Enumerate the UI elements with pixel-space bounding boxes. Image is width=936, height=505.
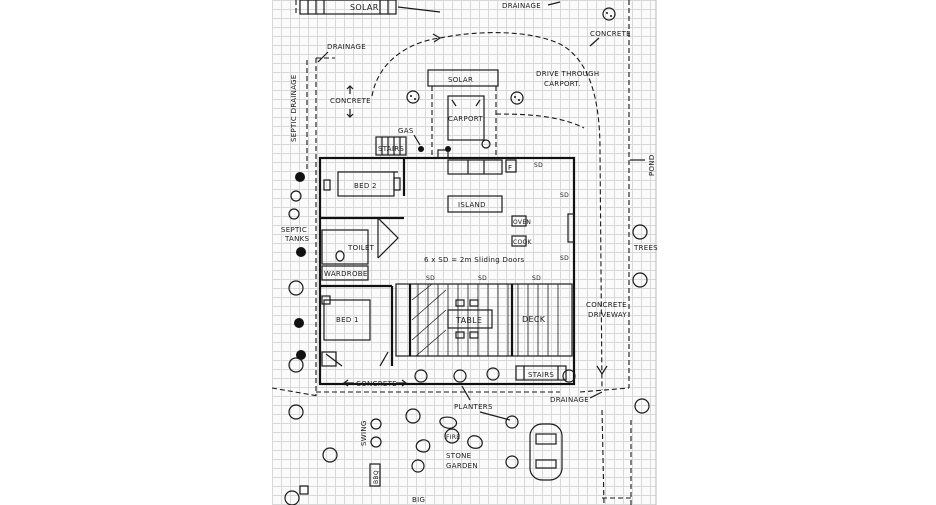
label-toilet: TOILET: [347, 244, 375, 252]
fridge: [505, 159, 517, 173]
stairs-top: [375, 136, 407, 156]
tree-icon: [284, 490, 300, 505]
label-concrete-driveway-1: CONCRETE: [586, 301, 627, 309]
tree-icon: [288, 404, 304, 420]
label-sd: SD: [426, 275, 435, 282]
label-septic-tanks-2: TANKS: [284, 235, 310, 243]
label-concrete-top-right: CONCRETE: [590, 30, 631, 38]
label-drive-through-2: CARPORT.: [544, 80, 581, 88]
oven: [511, 215, 527, 227]
solar-panel-top: [299, 0, 397, 15]
toilet-icon: [335, 250, 345, 262]
label-gas: GAS: [398, 127, 414, 135]
arrow-concrete-tr: [589, 37, 600, 47]
label-big: BIG: [412, 496, 425, 504]
tree-icon: [602, 7, 616, 21]
car-icon: [529, 423, 563, 481]
tree-icon: [505, 415, 519, 429]
tree-icon: [634, 398, 650, 414]
tree-icon: [322, 447, 338, 463]
label-island: ISLAND: [458, 201, 486, 209]
tree-icon: [453, 369, 467, 383]
dining-table: [447, 309, 493, 329]
label-sd: SD: [534, 162, 543, 169]
bbq: [369, 463, 381, 487]
label-cook: COOK: [513, 239, 533, 246]
leader-drainage-top: [547, 1, 561, 6]
label-concrete-left: CONCRETE: [330, 97, 371, 105]
deck-area: [395, 283, 573, 357]
tree-icon: [632, 224, 648, 240]
tree-icon: [510, 91, 524, 105]
label-stone-garden-1: STONE: [446, 452, 471, 460]
tree-icon: [481, 139, 491, 149]
bed-1: [323, 299, 371, 341]
tree-icon: [414, 369, 428, 383]
wardrobe: [321, 265, 369, 281]
swing-seat: [370, 418, 382, 430]
label-carport: CARPORT: [448, 115, 483, 123]
leader-solar: [397, 6, 441, 13]
label-wardrobe: WARDROBE: [324, 270, 368, 278]
label-drainage-left: DRAINAGE: [327, 43, 366, 51]
label-bbq: BBQ: [373, 470, 380, 484]
tree-icon: [405, 408, 421, 424]
tree-icon: [632, 272, 648, 288]
dining-chairs: [455, 299, 479, 339]
label-sd: SD: [560, 255, 569, 262]
label-drive-through-1: DRIVE THROUGH: [536, 70, 599, 78]
tree-icon: [288, 280, 304, 296]
stone-icon: [467, 435, 483, 449]
stone-icon: [439, 416, 457, 429]
tree-icon: [505, 455, 519, 469]
label-planters: PLANTERS: [454, 403, 493, 411]
label-sd: SD: [478, 275, 487, 282]
gas-bottle-icon: [418, 146, 424, 152]
label-bed2: BED 2: [354, 182, 377, 190]
label-bed1: BED 1: [336, 316, 359, 324]
label-oven: OVEN: [513, 219, 531, 226]
label-concrete-driveway-2: DRIVEWAY: [588, 311, 627, 319]
label-sd: SD: [532, 275, 541, 282]
label-septic-tanks-1: SEPTIC: [281, 226, 307, 234]
stone-icon: [415, 439, 431, 453]
tree-icon: [288, 357, 304, 373]
toilet-room: [321, 229, 369, 265]
cooktop: [511, 235, 527, 247]
label-sd: SD: [560, 192, 569, 199]
label-solar-top: SOLAR: [350, 3, 379, 12]
graph-paper: [272, 0, 656, 505]
label-drainage-top: DRAINAGE: [502, 2, 541, 10]
tree-icon: [486, 367, 500, 381]
label-sliding-doors: 6 x SD = 2m Sliding Doors: [424, 256, 525, 264]
tree-icon: [406, 90, 420, 104]
tree-icon: [562, 369, 576, 383]
label-stone-garden-2: GARDEN: [446, 462, 478, 470]
label-deck: DECK: [522, 315, 546, 324]
driveway-loop-left: [371, 37, 441, 97]
label-fire: FIRE: [446, 434, 460, 441]
label-fridge: F: [508, 164, 512, 172]
driveway-loop-right: [439, 32, 603, 391]
label-stairs-bottom: STAIRS: [528, 371, 554, 379]
label-drainage-bottom: DRAINAGE: [550, 396, 589, 404]
tree-icon: [411, 459, 425, 473]
label-solar-carport: SOLAR: [448, 76, 473, 84]
label-stairs-top: STAIRS: [378, 145, 404, 153]
label-trees: TREES: [633, 244, 658, 252]
septic-tanks: [288, 172, 306, 360]
kitchen-bench: [447, 159, 503, 175]
label-pond: POND: [648, 154, 656, 176]
fire-pit: [444, 428, 460, 444]
label-table: TABLE: [455, 316, 482, 325]
kitchen-island: [447, 195, 503, 213]
label-septic-drainage: SEPTIC DRAINAGE: [290, 74, 298, 142]
label-concrete-bottom: CONCRETE: [356, 380, 397, 388]
stairs-bottom: [515, 365, 567, 381]
label-swing: SWING: [360, 420, 368, 446]
carport-structure: SOLAR CARPORT: [427, 69, 499, 158]
